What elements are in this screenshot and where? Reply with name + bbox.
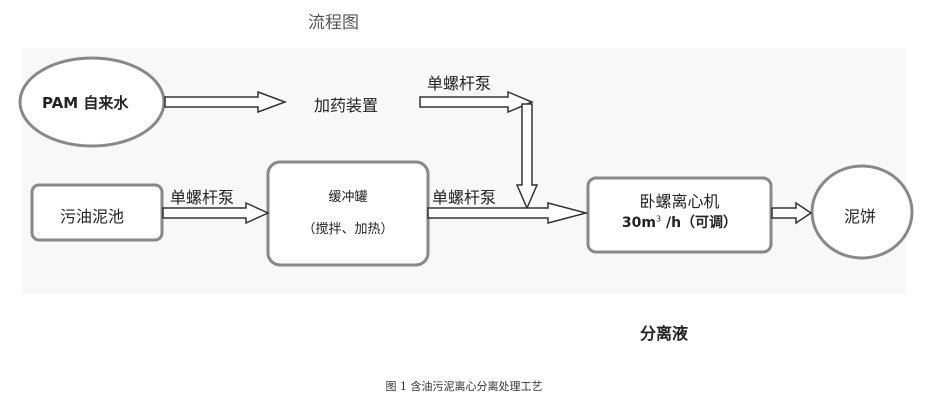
oily-sludge-pool-node bbox=[30, 183, 164, 242]
arrow-centrifuge-to-cake bbox=[771, 201, 813, 225]
centrifuge-node bbox=[586, 176, 773, 254]
pump-label-top: 单螺杆泵 bbox=[427, 74, 492, 93]
buffer-tank-node bbox=[266, 160, 430, 267]
centrifuge-label: 卧螺离心机 bbox=[639, 192, 720, 211]
arrow-pam-to-dosing bbox=[164, 90, 288, 114]
centrifuge-capacity: 30m3 /h（可调） bbox=[621, 214, 738, 231]
dosing-device-label: 加药装置 bbox=[314, 96, 379, 115]
separated-liquid-label: 分离液 bbox=[640, 324, 689, 343]
buffer-tank-label: 缓冲罐 bbox=[328, 190, 368, 205]
figure-caption: 图 1 含油污泥离心分离处理工艺 bbox=[385, 380, 543, 393]
pam-water-node bbox=[18, 56, 166, 148]
arrow-dosing-to-main-line bbox=[419, 90, 539, 210]
buffer-tank-note: （搅拌、加热） bbox=[302, 222, 394, 237]
pam-water-label: PAM 自来水 bbox=[42, 94, 129, 112]
sludge-cake-label: 泥饼 bbox=[844, 207, 877, 226]
diagram-header-title: 流程图 bbox=[308, 13, 359, 33]
arrow-buffer-to-centrifuge bbox=[427, 202, 589, 224]
oily-sludge-pool-label: 污油泥池 bbox=[60, 207, 125, 226]
pump-label-left: 单螺杆泵 bbox=[170, 188, 235, 207]
pump-label-mid: 单螺杆泵 bbox=[432, 188, 497, 207]
arrow-pool-to-buffer bbox=[162, 201, 270, 225]
sludge-cake-node bbox=[810, 164, 914, 260]
